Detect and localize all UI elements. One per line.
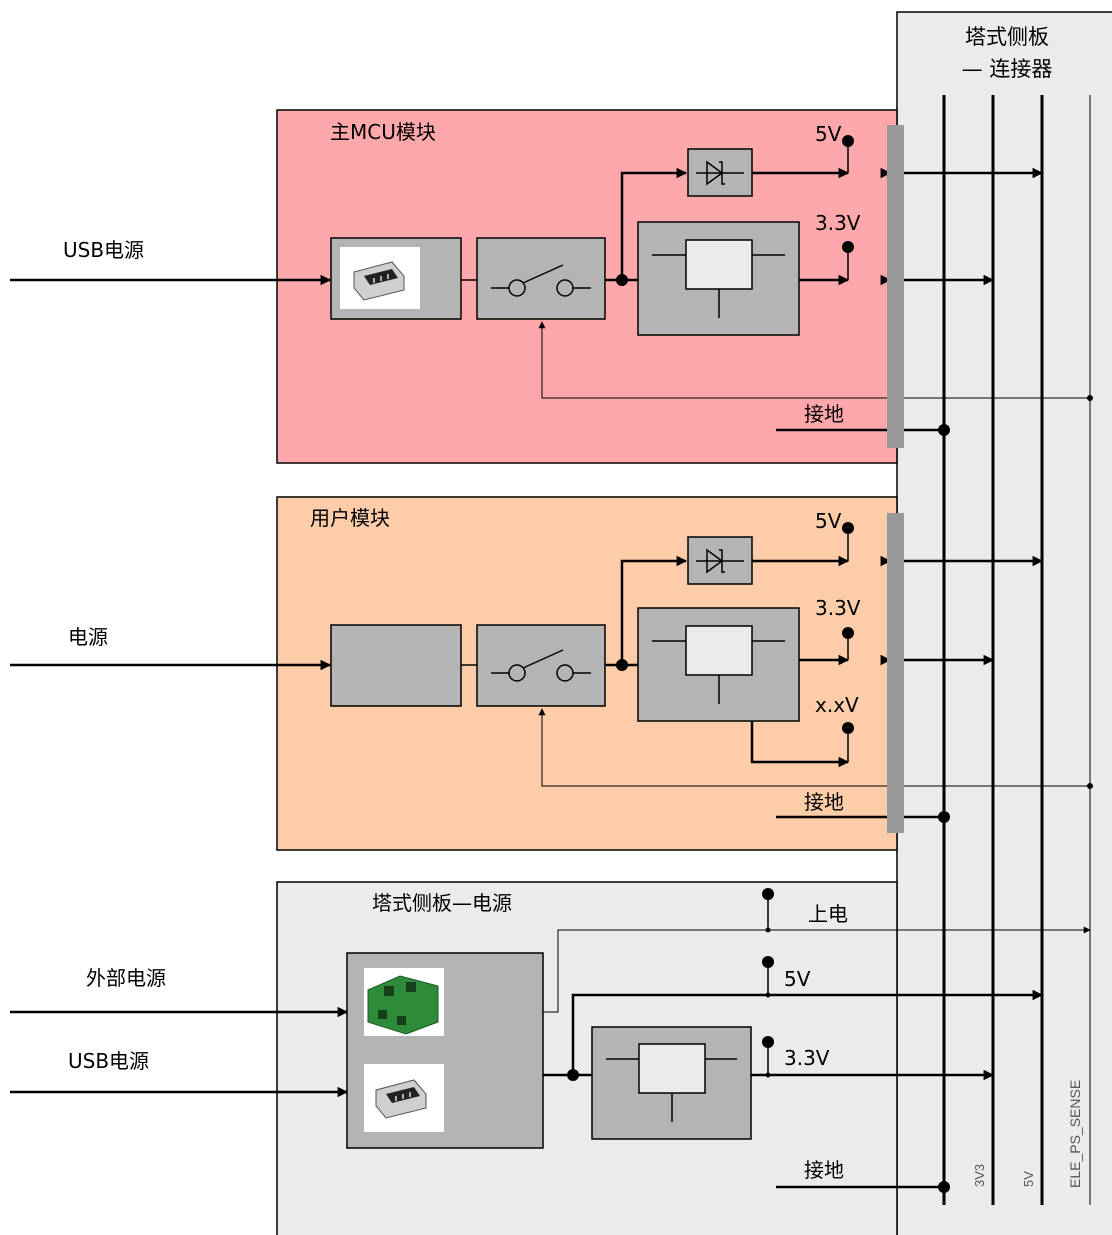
user-xxv-label: x.xV <box>815 693 859 717</box>
backplane-title-line1: 塔式侧板 <box>965 25 1049 49</box>
tower-ext-input-label: 外部电源 <box>86 966 166 990</box>
bus-label-5v: 5V <box>1021 1171 1036 1187</box>
usb-connector-icon <box>340 247 420 309</box>
backplane-panel: 塔式侧板 — 连接器 3V3 5V ELE_PS_SENSE <box>897 12 1112 1235</box>
main-mcu-3v3-label: 3.3V <box>815 211 861 235</box>
user-input-label: 电源 <box>68 625 108 649</box>
user-5v-label: 5V <box>815 509 842 533</box>
main-mcu-ground-label: 接地 <box>804 402 844 426</box>
bus-label-ele-ps-sense: ELE_PS_SENSE <box>1067 1080 1083 1188</box>
bus-label-3v3: 3V3 <box>972 1164 987 1187</box>
tower-5v-label: 5V <box>784 967 811 991</box>
user-3v3-label: 3.3V <box>815 596 861 620</box>
user-ground-label: 接地 <box>804 790 844 814</box>
tower-3v3-label: 3.3V <box>784 1046 830 1070</box>
user-input-block <box>331 625 461 706</box>
terminal-block-icon <box>364 968 444 1036</box>
main-mcu-title: 主MCU模块 <box>330 120 436 144</box>
tower-usb-input-label: USB电源 <box>68 1049 149 1073</box>
main-mcu-5v-label: 5V <box>815 122 842 146</box>
usb-connector-icon <box>364 1064 444 1132</box>
tower-power-title: 塔式侧板—电源 <box>372 891 512 915</box>
user-module-title: 用户模块 <box>310 506 390 530</box>
backplane-title-line2: — 连接器 <box>962 57 1053 81</box>
user-edge-connector <box>887 513 904 833</box>
main-mcu-input-label: USB电源 <box>63 238 144 262</box>
tower-power-on-label: 上电 <box>808 902 848 926</box>
main-mcu-edge-connector <box>887 125 904 448</box>
tower-ground-label: 接地 <box>804 1158 844 1182</box>
